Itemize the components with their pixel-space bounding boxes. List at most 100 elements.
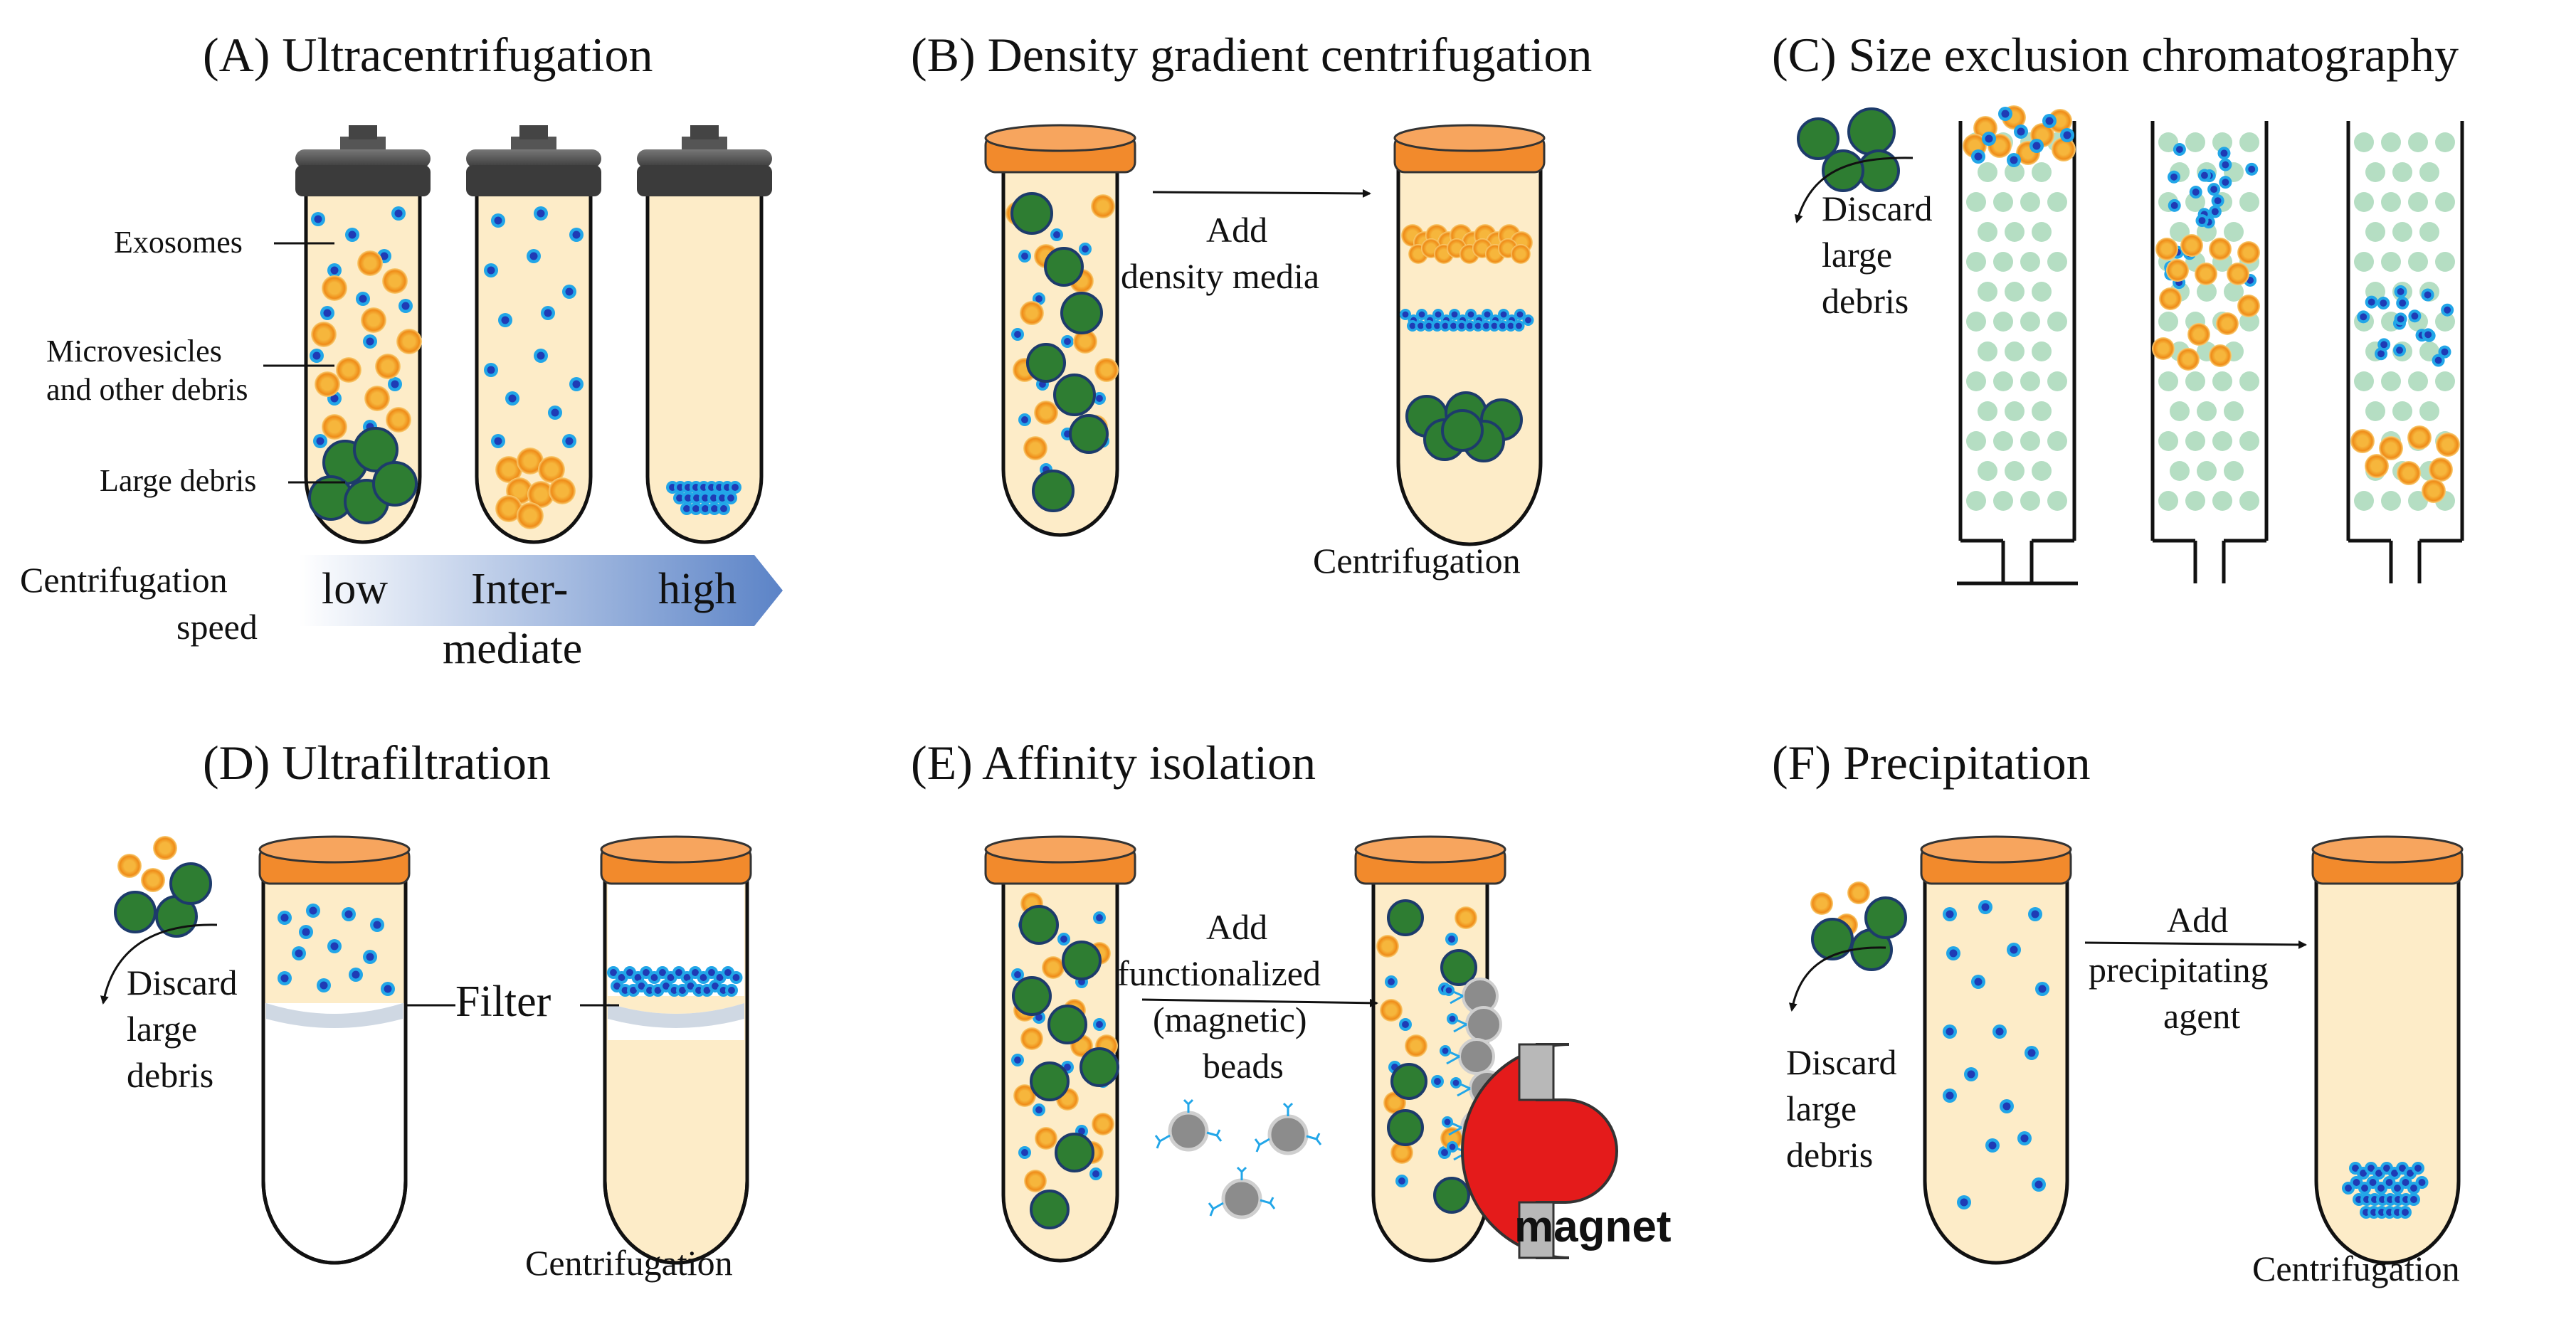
exosome-core — [2360, 1170, 2367, 1177]
tube-outline — [261, 873, 408, 1265]
resin-bead — [2239, 312, 2259, 332]
exosome-core — [330, 942, 339, 950]
exosome-core — [1483, 322, 1489, 329]
exosome-core — [572, 380, 581, 388]
exosome-core — [727, 494, 734, 502]
tube-cap-top — [1354, 835, 1506, 864]
exosome-core — [618, 974, 625, 981]
tube-body — [475, 169, 593, 544]
panel-e-title: (E) Affinity isolation — [911, 736, 1316, 790]
resin-bead — [2408, 371, 2428, 391]
large-debris-particle — [1062, 941, 1102, 980]
tube-body — [645, 169, 764, 544]
c-discard-2: large — [1822, 235, 1892, 275]
resin-bead — [1993, 192, 2013, 212]
resin-bead — [2005, 282, 2025, 302]
exosome-core — [1441, 1149, 1448, 1156]
microvesicle — [2152, 337, 2175, 360]
filter-membrane — [608, 1003, 744, 1028]
exosome-core — [2434, 356, 2442, 364]
exosome-core — [1946, 1091, 1954, 1100]
large-debris-particle — [1441, 409, 1484, 452]
exosome-core — [2353, 1179, 2360, 1186]
exosome-core — [2407, 1170, 2414, 1177]
resin-bead — [2224, 401, 2244, 421]
large-debris-particle — [1390, 1063, 1427, 1100]
exosome-core — [2038, 985, 2047, 993]
exosome-core — [2391, 1170, 2398, 1177]
resin-bead — [2047, 252, 2067, 272]
b-footer: Centrifugation — [1313, 541, 1521, 581]
resin-bead — [2435, 312, 2455, 332]
exosome-core — [663, 983, 670, 990]
exosome-core — [610, 969, 617, 976]
exosome-core — [280, 974, 289, 983]
exosome-core — [1014, 1056, 1021, 1064]
resin-bead — [2408, 132, 2428, 152]
label-microvesicles-2: and other debris — [46, 372, 248, 407]
exosome-core — [711, 505, 718, 512]
resin-bead — [2047, 491, 2067, 511]
resin-bead — [2435, 192, 2455, 212]
resin-bead — [2047, 192, 2067, 212]
exosome-core — [2402, 1179, 2409, 1186]
exosome-core — [702, 505, 709, 512]
exosome-core — [2032, 142, 2041, 150]
exosome-core — [1516, 311, 1524, 318]
magnetic-bead — [1465, 1006, 1502, 1043]
panel-b-title: (B) Density gradient centrifugation — [911, 28, 1592, 82]
cap-nozzle — [511, 137, 556, 152]
antibody — [1154, 1098, 1223, 1149]
microvesicle — [153, 836, 177, 860]
exosome-core — [719, 494, 726, 502]
microvesicle — [2379, 436, 2403, 460]
exosome-core — [1425, 322, 1432, 329]
tube-a-1 — [295, 125, 431, 544]
magnetic-bead — [1267, 1114, 1309, 1155]
exosome-core — [2396, 346, 2403, 354]
exosome-core — [1014, 971, 1021, 978]
microvesicle — [2407, 425, 2432, 450]
exosome-core — [1418, 311, 1425, 318]
exosome-core — [1448, 936, 1455, 943]
exosome-core — [1442, 322, 1449, 329]
exosome-core — [565, 437, 574, 445]
resin-bead — [2020, 491, 2040, 511]
exosome-core — [391, 380, 399, 388]
resin-bead — [2032, 162, 2052, 182]
filter-membrane — [266, 1003, 403, 1028]
exosome-core — [487, 266, 495, 275]
exosome-core — [712, 983, 719, 990]
antibody — [1254, 1102, 1322, 1153]
exosome-core — [2385, 1179, 2393, 1186]
resin-bead — [2239, 431, 2259, 451]
exosome-core — [508, 394, 517, 403]
exosome-core — [683, 505, 690, 512]
microvesicle — [396, 329, 422, 354]
resin-bead — [2158, 491, 2178, 511]
exosome-core — [2377, 350, 2385, 358]
exosome-core — [551, 408, 559, 417]
exosome-core — [1985, 134, 1993, 143]
large-debris-particle — [1055, 1133, 1094, 1172]
exosome-core — [1435, 311, 1442, 318]
exosome-core — [1096, 1021, 1103, 1028]
exosome-core — [1516, 322, 1522, 329]
cap-body — [637, 165, 772, 196]
resin-bead — [2005, 341, 2025, 361]
resin-bead — [2354, 371, 2374, 391]
exosome-core — [1974, 978, 1983, 986]
exosome-core — [2200, 171, 2208, 179]
exosome-core — [394, 209, 403, 218]
speed-high: high — [658, 565, 737, 613]
cap-nozzle-top — [519, 125, 548, 139]
resin-bead — [2435, 132, 2455, 152]
resin-bead — [2047, 431, 2067, 451]
microvesicle — [382, 268, 408, 294]
magnetic-beads — [1154, 1098, 1322, 1219]
large-debris-particle — [169, 862, 212, 905]
cap-nozzle-top — [349, 125, 377, 139]
panel-d: (D) Ultrafiltration Discard large debris… — [100, 736, 752, 1283]
exosome-core — [2368, 298, 2375, 306]
